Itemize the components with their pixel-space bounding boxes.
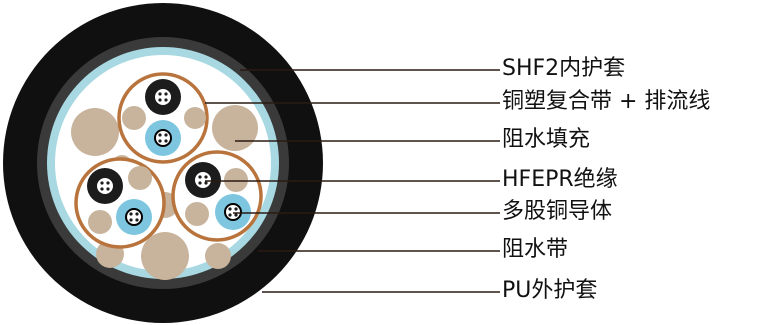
conductor-strands: [100, 92, 238, 222]
conductor-core: [154, 129, 172, 147]
filler-circle: [212, 105, 258, 151]
filler-circle-small: [224, 168, 248, 192]
filler-circle-small: [122, 106, 146, 130]
label-inner-sheath: SHF2内护套: [502, 56, 626, 81]
copper-plastic-tape-ring: [171, 150, 263, 242]
label-water-blocking-tape: 阻水带: [502, 237, 569, 262]
pair-bottom-left: [74, 157, 166, 249]
filler-circle: [141, 232, 189, 280]
label-conductor: 多股铜导体: [502, 199, 613, 224]
leader-lines: [205, 69, 500, 293]
copper-plastic-tape-ring: [117, 72, 209, 164]
label-outer-sheath: PU外护套: [502, 278, 598, 303]
conductor-core: [195, 172, 211, 188]
label-insulation: HFEPR绝缘: [502, 167, 618, 192]
filler-circle-small: [88, 210, 112, 234]
filler-circle-small: [184, 107, 206, 129]
filler-circle: [71, 108, 119, 156]
copper-plastic-tape-ring: [74, 157, 166, 249]
label-shield-tape: 铜塑复合带 + 排流线: [502, 89, 711, 114]
label-water-blocking-filler: 阻水填充: [502, 127, 591, 152]
conductor-core: [125, 208, 143, 226]
conductor-core: [97, 178, 113, 194]
pair-top: [117, 72, 209, 164]
filler-circle-small: [185, 202, 209, 226]
conductor-core: [224, 203, 242, 221]
pair-bottom-right: [171, 150, 263, 242]
filler-circle: [205, 243, 231, 269]
conductor-core: [155, 89, 171, 105]
filler-circle-small: [128, 166, 152, 190]
